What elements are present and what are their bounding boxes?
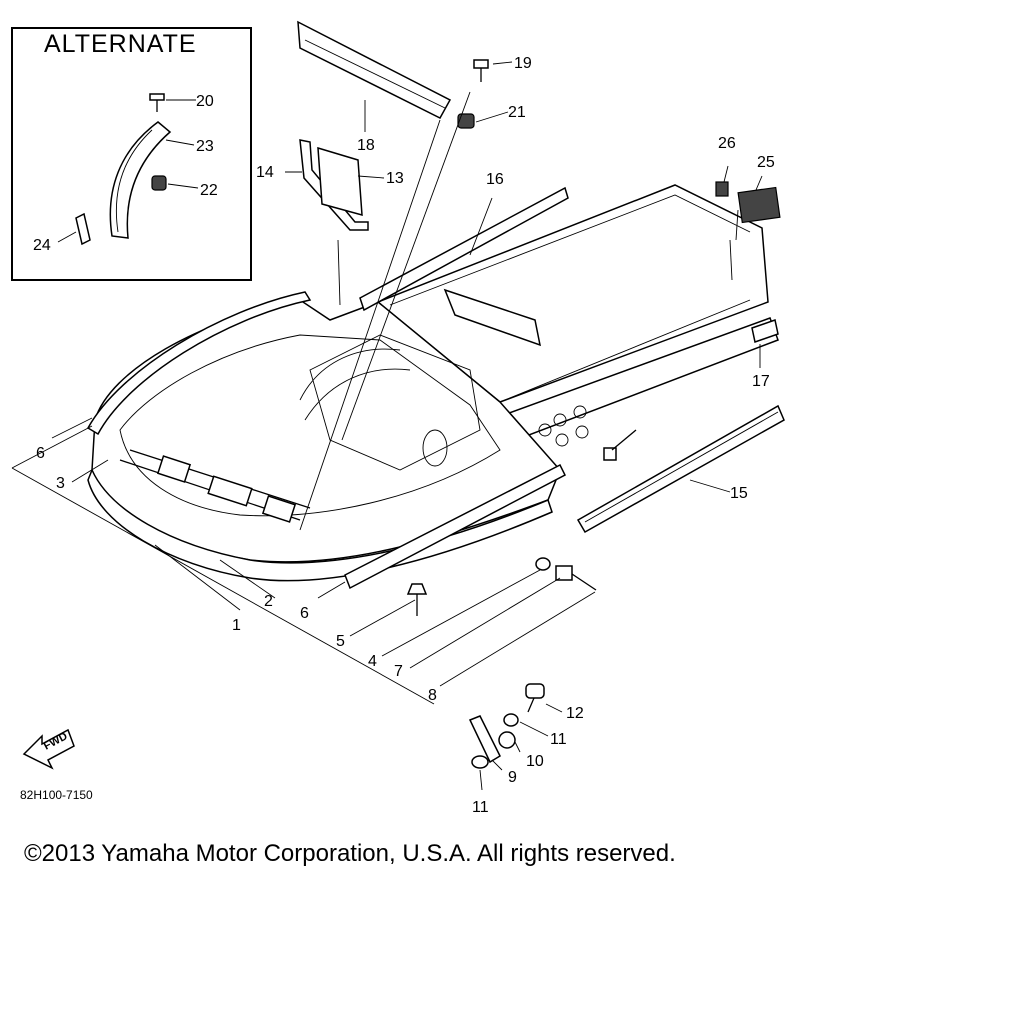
part-16-trim-strip (359, 186, 569, 312)
callout-18: 18 (357, 137, 375, 154)
part-9-bracket (468, 715, 501, 764)
callout-21: 21 (508, 104, 526, 121)
part-21-grommet (457, 113, 475, 129)
part-15-side-strip (576, 404, 785, 534)
alternate-inset: ALTERNATE (11, 27, 252, 281)
alternate-title: ALTERNATE (44, 30, 197, 58)
callout-14: 14 (256, 164, 274, 181)
callout-20: 20 (196, 93, 214, 110)
callout-6-lower: 6 (300, 605, 309, 622)
callout-7: 7 (394, 663, 403, 680)
callout-12: 12 (566, 705, 584, 722)
callout-3: 3 (56, 475, 65, 492)
callout-13: 13 (386, 170, 404, 187)
callout-11-lower: 11 (472, 799, 489, 816)
snowmobile-body-illustration (87, 184, 779, 582)
callout-10: 10 (526, 753, 544, 770)
callout-5: 5 (336, 633, 345, 650)
drawing-code: 82H100-7150 (20, 788, 93, 802)
callout-16: 16 (486, 171, 504, 188)
callouts: 20 23 22 24 19 21 18 14 13 16 26 25 17 1… (33, 55, 775, 816)
callout-25: 25 (757, 154, 775, 171)
part-26-nut (715, 181, 729, 197)
part-13-plate (317, 146, 363, 217)
part-17-label (751, 319, 779, 343)
callout-4: 4 (368, 653, 377, 670)
callout-8: 8 (428, 687, 437, 704)
callout-19: 19 (514, 55, 532, 72)
part-25-reflector (737, 186, 781, 224)
fwd-arrow: FWD (22, 728, 75, 770)
callout-17: 17 (752, 373, 770, 390)
callout-11-upper: 11 (550, 731, 567, 748)
part-14-grab-handle (299, 139, 369, 231)
part-18-windshield-trim (297, 20, 452, 119)
callout-22: 22 (200, 182, 218, 199)
callout-26: 26 (718, 135, 736, 152)
callout-15: 15 (730, 485, 748, 502)
callout-6-upper: 6 (36, 445, 45, 462)
callout-24: 24 (33, 237, 51, 254)
callout-2: 2 (264, 593, 273, 610)
callout-9: 9 (508, 769, 517, 786)
callout-1: 1 (232, 617, 241, 634)
copyright-notice: ©2013 Yamaha Motor Corporation, U.S.A. A… (24, 840, 676, 867)
callout-23: 23 (196, 138, 214, 155)
leader-lines (11, 61, 763, 791)
